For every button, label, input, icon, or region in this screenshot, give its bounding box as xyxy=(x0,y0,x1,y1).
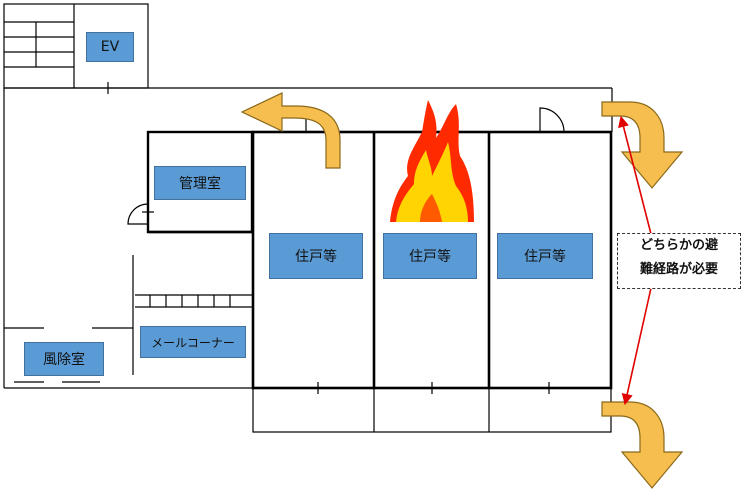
evacuation-note: どちらかの避 難経路が必要 xyxy=(617,233,741,289)
unit-label-middle: 住戸等 xyxy=(383,233,477,279)
unit-label-left: 住戸等 xyxy=(269,233,363,279)
note-line-2: 難経路が必要 xyxy=(639,262,718,277)
escape-arrow xyxy=(240,92,341,169)
fire-icon xyxy=(390,100,474,222)
double-headed-arrow xyxy=(618,115,652,235)
door-swing xyxy=(539,107,565,133)
note-line-1: どちらかの避 xyxy=(639,238,718,253)
ev-label: EV xyxy=(86,32,134,62)
mail-corner-label: メールコーナー xyxy=(140,326,246,358)
balcony xyxy=(252,387,612,433)
escape-arrow xyxy=(601,401,684,489)
management-room-label: 管理室 xyxy=(154,166,246,200)
unit-label-right: 住戸等 xyxy=(497,233,593,279)
door-swing xyxy=(127,203,149,225)
escape-arrow xyxy=(601,101,684,189)
windbreak-room-label: 風除室 xyxy=(24,342,104,376)
double-headed-arrow xyxy=(621,287,652,406)
